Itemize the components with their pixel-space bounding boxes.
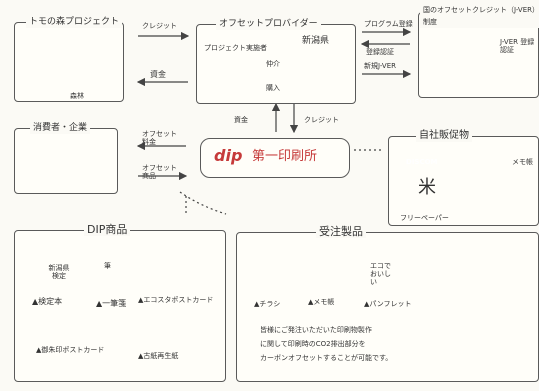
register-jver-label: 新規J-VER: [364, 62, 397, 70]
funds-top-left: 資金: [150, 70, 166, 79]
order-item-3: ▲パンフレット: [364, 300, 412, 308]
order-item-2: ▲メモ帳: [308, 298, 335, 306]
forest-project-title: トモの森プロジェクト: [26, 16, 123, 28]
credit-center-label: クレジット: [304, 116, 339, 124]
dip-book-cover: 新潟県検定: [48, 264, 70, 280]
offset-fee-label: オフセット料金: [142, 130, 177, 146]
own-products-title: 自社販促物: [416, 130, 472, 142]
offset-goods-label: オフセット商品: [142, 164, 177, 180]
consumers-box: [14, 128, 118, 194]
prefecture-label: 新潟県: [302, 36, 330, 46]
orders-note-2: に関して印刷時のCO2排出部分を: [260, 340, 366, 348]
project-operator-label: プロジェクト実施者: [204, 44, 267, 52]
program-register-label: プログラム登録: [364, 20, 413, 28]
register-certify-label: 登録認証: [366, 48, 394, 56]
national-program-title: 国のオフセットクレジット（J-VER）制度: [420, 4, 539, 28]
orders-title: 受注製品: [316, 226, 366, 238]
dip-item-5: ▲古紙再生紙: [138, 352, 179, 360]
company-box: [200, 138, 350, 178]
order-item-1: ▲チラシ: [254, 300, 281, 308]
forest-caption: 森林: [70, 92, 84, 100]
orders-box: [236, 232, 539, 382]
rice-brand: DISCOM: [406, 158, 438, 166]
orders-note-1: 皆様にご発注いただいた印刷物製作: [260, 326, 372, 334]
offset-provider-title: オフセットプロバイダー: [216, 18, 321, 30]
jver-badge: J-VER 登録認証: [500, 38, 535, 54]
offset-provider-box: [196, 24, 356, 104]
flow-arrows: [136, 27, 412, 216]
dip-item-3: ▲エコスタポストカード: [138, 296, 214, 304]
brokerage-label: 仲介: [266, 60, 280, 68]
dip-brush-cover: 筆: [104, 262, 111, 270]
rice-kanji: 米: [418, 177, 436, 198]
funds-center-label: 資金: [234, 116, 248, 124]
memo-pad-label: メモ帳: [512, 158, 533, 166]
own-products-box: [388, 136, 539, 226]
free-paper-label: フリーペーパー: [400, 214, 449, 222]
orders-note-3: カーボンオフセットすることが可能です。: [260, 354, 393, 362]
dip-products-title: DIP商品: [84, 224, 131, 236]
consumers-title: 消費者・企業: [30, 122, 91, 134]
company-logo: dip: [214, 146, 243, 165]
forest-project-box: [14, 22, 124, 102]
credit-top-left: クレジット: [142, 22, 177, 30]
purchase-label: 購入: [266, 84, 280, 92]
company-name: 第一印刷所: [252, 149, 318, 164]
dip-item-2: ▲一筆箋: [96, 299, 127, 308]
order-cover-text: エコでおいしい: [370, 262, 391, 286]
dip-item-4: ▲御朱印ポストカード: [36, 346, 105, 354]
dip-item-1: ▲検定本: [32, 297, 63, 306]
